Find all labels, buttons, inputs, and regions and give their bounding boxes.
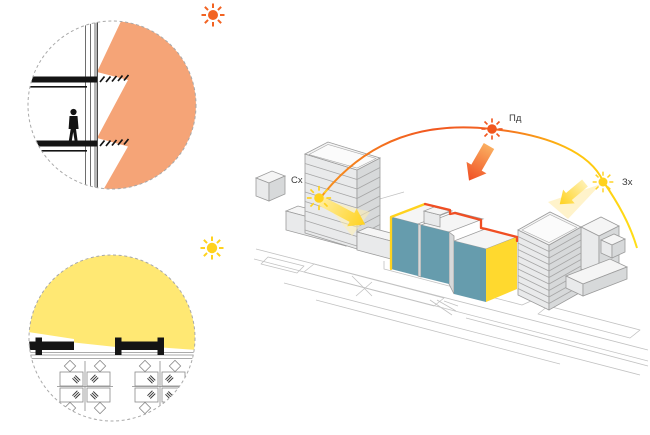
person-silhouette [68,108,79,142]
sun-icon-yellow [199,235,225,261]
window-glazing-lines [29,352,195,359]
label-east: Сх [291,175,303,186]
wall-piers [29,337,164,355]
sun-icon-orange [200,2,226,28]
west-light-fan [548,184,601,219]
south-sun-arrow [466,143,495,181]
yellow-edge-outline [389,202,427,271]
design-building [389,202,519,302]
sun-icon-south [480,117,504,141]
label-west: Зх [622,177,633,188]
sun-path-arc [317,126,638,249]
label-south: Пд [509,113,522,124]
east-sun-arrow [318,196,366,227]
context-buildings-right [517,211,629,311]
sun-icon-east [306,185,332,211]
sunlight-arrows [318,143,601,236]
orange-roof-outline [423,202,519,243]
west-sun-arrow [559,179,588,205]
floor-slabs [28,76,97,152]
sun-icon-west [591,170,615,194]
section-insolation-diagram [27,2,226,190]
plan-daylight-diagram [28,235,225,422]
facade-glazing-lines [85,21,99,189]
sunlight-wedge [97,21,196,189]
louver-hatches [99,74,130,147]
daylight-area [29,255,195,350]
site-sun-path-diagram: Пд Сх Зх [253,113,649,376]
